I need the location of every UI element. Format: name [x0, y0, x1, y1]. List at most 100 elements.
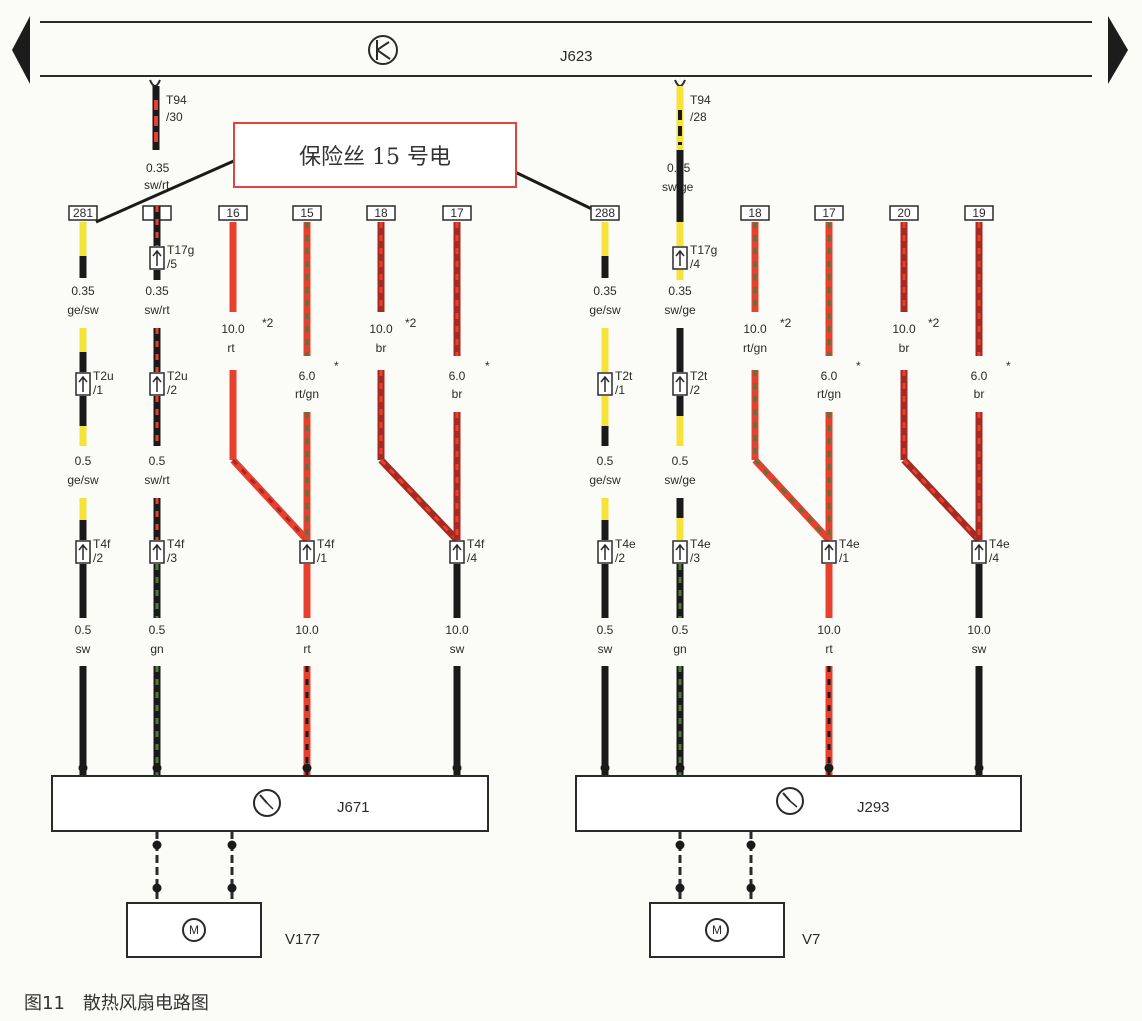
connector-t4e: [672, 540, 688, 564]
wire-color: gn: [673, 642, 686, 656]
motor-wires-left: [152, 831, 237, 903]
j671-label: J671: [337, 799, 370, 816]
terminal-18: [740, 205, 770, 221]
wire-size: 0.5: [149, 623, 166, 637]
wire-color: sw/ge: [664, 473, 696, 487]
wire-note: *2: [405, 316, 417, 330]
wire-size: 0.5: [672, 454, 689, 468]
connector-label: T2u: [93, 369, 114, 383]
connector-pin: /4: [690, 257, 700, 271]
connector-t2t: [672, 372, 688, 396]
fuse-callout: 保险丝 15 号电: [95, 122, 595, 224]
terminal-label: 19: [972, 206, 986, 220]
terminal-281: [68, 205, 98, 221]
junction-dot: [600, 763, 610, 773]
connector-pin: /5: [167, 257, 177, 271]
terminal-label: 18: [748, 206, 762, 220]
wire-size: 0.35: [145, 284, 169, 298]
connector-pin: /2: [690, 383, 700, 397]
connector-t4e: [971, 540, 987, 564]
wire-size: 6.0: [971, 369, 988, 383]
wire-color: rt/gn: [295, 387, 319, 401]
wire-color: ge/sw: [589, 473, 621, 487]
wire-color: rt/gn: [817, 387, 841, 401]
wire-size: 0.35: [593, 284, 617, 298]
wire-color: br: [376, 341, 387, 355]
terminal-20: [889, 205, 919, 221]
connector-t4f: [75, 540, 91, 564]
wire-color: br: [974, 387, 985, 401]
connector-pin: /4: [989, 551, 999, 565]
connector-label: T17g: [690, 243, 717, 257]
terminal-label: 17: [450, 206, 464, 220]
wire-size: 10.0: [817, 623, 841, 637]
figure-caption: 图11 散热风扇电路图: [24, 993, 209, 1014]
connector-pin: T94: [166, 93, 187, 107]
terminal-18: [366, 205, 396, 221]
wire-note: *: [856, 359, 861, 373]
j671-module: J671: [51, 775, 489, 832]
connector-pin: /1: [615, 383, 625, 397]
connector-t4f: [449, 540, 465, 564]
motor-v7: M V7: [649, 902, 820, 958]
connector-label: T4e: [839, 537, 860, 551]
motor-icon: M: [705, 918, 729, 942]
ecu-gauge-icon: [253, 789, 281, 817]
terminal-label: 288: [595, 206, 615, 220]
wire-size: 0.5: [75, 454, 92, 468]
connector-t17g: [672, 246, 688, 270]
wire-color: rt: [303, 642, 311, 656]
v7-label: V7: [802, 931, 820, 948]
terminal-label: 15: [300, 206, 314, 220]
connector-t2u: [149, 372, 165, 396]
j293-label: J293: [857, 799, 890, 816]
wire-color: sw: [76, 642, 91, 656]
connector-t4e: [597, 540, 613, 564]
wire-color: rt: [227, 341, 235, 355]
terminal-17: [814, 205, 844, 221]
wire-note: *2: [928, 316, 940, 330]
connector-pin: /2: [615, 551, 625, 565]
connector-pin: T94: [690, 93, 711, 107]
motor-v177: M V177: [126, 902, 320, 958]
wire-size: 10.0: [369, 322, 393, 336]
j293-module: J293: [575, 775, 1022, 832]
connector-label: T4f: [167, 537, 185, 551]
j623-bus: J623: [12, 16, 1128, 84]
connector-pin: /2: [167, 383, 177, 397]
wire-note: *2: [780, 316, 792, 330]
connector-label: T2t: [690, 369, 708, 383]
junction-dot: [152, 763, 162, 773]
wire-color: sw: [972, 642, 987, 656]
junction-dot: [302, 763, 312, 773]
connector-label: T4f: [467, 537, 485, 551]
wire-color: sw/ge: [664, 303, 696, 317]
junction-dot: [824, 763, 834, 773]
connector-label: T2t: [615, 369, 633, 383]
terminal-288: [590, 205, 620, 221]
terminal-16: [218, 205, 248, 221]
connector-label: T4f: [317, 537, 335, 551]
wire-color: sw/rt: [144, 178, 170, 192]
wire-color: br: [452, 387, 463, 401]
wire-color: sw/rt: [144, 303, 170, 317]
connector-pin: /3: [690, 551, 700, 565]
wire-color: br: [899, 341, 910, 355]
wire-size: 6.0: [449, 369, 466, 383]
connector-t4f: [149, 540, 165, 564]
wire-note: *2: [262, 316, 274, 330]
wire-color: gn: [150, 642, 163, 656]
connector-label: T4e: [989, 537, 1010, 551]
wire-size: 6.0: [299, 369, 316, 383]
connector-pin: /2: [93, 551, 103, 565]
wire-size: 10.0: [743, 322, 767, 336]
left-arrow-icon: [12, 16, 30, 84]
top-wires: [152, 86, 684, 150]
terminal-label: 16: [226, 206, 240, 220]
junction-dot: [974, 763, 984, 773]
wire-note: *: [334, 359, 339, 373]
svg-text:M: M: [712, 923, 722, 937]
wire-size: 0.5: [597, 454, 614, 468]
junction-dot: [452, 763, 462, 773]
